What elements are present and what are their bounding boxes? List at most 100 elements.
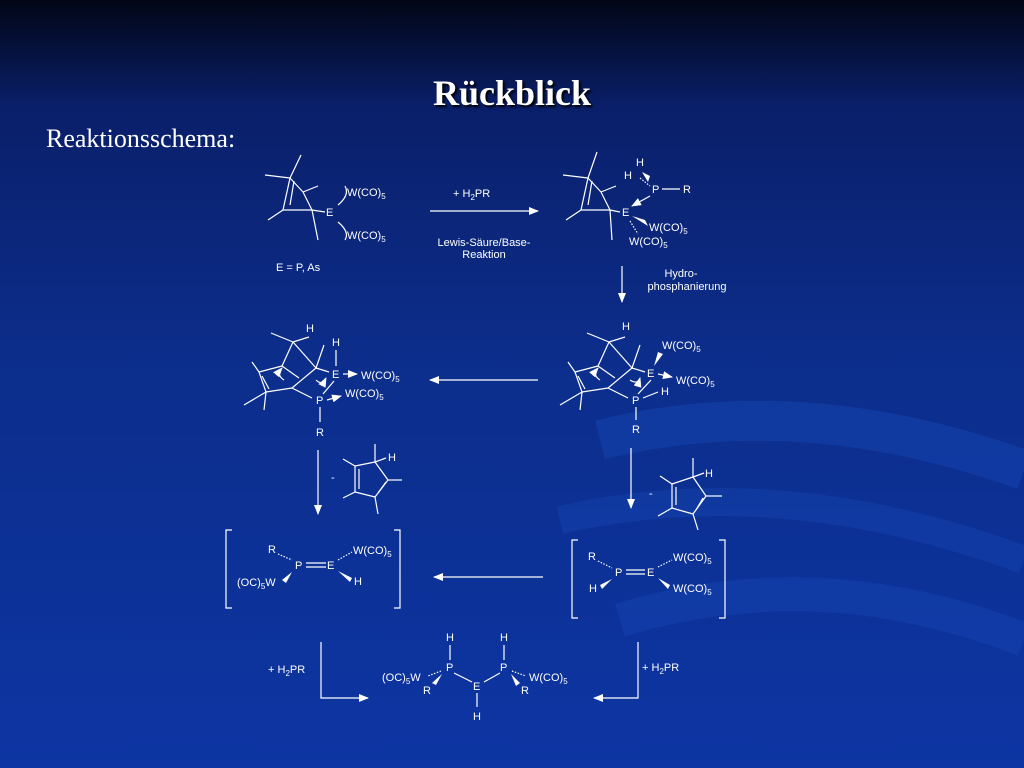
product-H1: H <box>446 632 454 644</box>
elim-left-H: H <box>388 452 396 464</box>
adduct-cp-ring <box>562 151 621 241</box>
product-hash-W-left <box>427 670 442 677</box>
slide-title: Rückblick <box>432 73 592 113</box>
final-step: + H2PR + H2PR <box>268 642 679 702</box>
ene-right-E: E <box>647 567 654 579</box>
elim-left-minus: - <box>331 472 335 484</box>
product-E: E <box>473 681 480 693</box>
ene-left-bracket-left <box>225 529 232 609</box>
step2: Hydro- phosphanierung <box>618 266 727 303</box>
hydro-right-P-H-bond <box>642 391 659 399</box>
ene-right-H: H <box>589 583 597 595</box>
final-arrow-left <box>320 642 369 702</box>
ene-right-complex: R P E W(CO)5 H W(CO)5 <box>571 539 726 619</box>
ene-left-hash-R <box>277 553 293 561</box>
final-plus-left: + H2PR <box>268 664 305 678</box>
adduct-H-top: H <box>636 157 644 169</box>
ene-left-hash-W <box>337 551 353 561</box>
adduct-wco-2: W(CO)5 <box>629 236 668 250</box>
step1-label-1: Lewis-Säure/Base- <box>438 237 531 249</box>
ene-right-hash-W <box>657 559 673 568</box>
start-complex: E W(CO)5 W(CO)5 E = P, As <box>264 154 386 274</box>
start-bond-lower <box>337 221 348 241</box>
ene-left-wco-right: W(CO)5 <box>353 545 392 559</box>
ene-left-H: H <box>354 576 362 588</box>
hydro-right-complex: H W(CO)5 E W(CO)5 P H R <box>559 321 715 436</box>
hydro-left-P: P <box>316 395 323 407</box>
hydro-left-H-top: H <box>306 323 314 335</box>
ene-left-P: P <box>295 560 302 572</box>
product-R2: R <box>521 685 529 697</box>
start-caption: E = P, As <box>276 262 321 274</box>
hydro-left-E: E <box>332 369 339 381</box>
ene-left-R: R <box>268 544 276 556</box>
product-H2: H <box>500 632 508 644</box>
hydro-right-wco-mid: W(CO)5 <box>676 375 715 389</box>
product-hash-W-right <box>511 670 527 677</box>
product-wedge-R2 <box>511 674 520 686</box>
adduct-hash-H-left <box>639 177 651 187</box>
product-P2-E-bond <box>483 672 501 683</box>
hydro-right-curl-1 <box>589 367 601 381</box>
ene-right-wco-upper: W(CO)5 <box>673 552 712 566</box>
adduct-P: P <box>652 184 659 196</box>
ene-right-wedge-H <box>600 579 612 589</box>
product-H-E: H <box>473 711 481 723</box>
slide-subtitle: Reaktionsschema: <box>46 124 236 153</box>
elim-right-minus: - <box>649 488 653 500</box>
hydro-right-E-W-arrow <box>657 371 673 380</box>
step2-label-2: phosphanierung <box>648 281 727 293</box>
adduct-H-left: H <box>624 170 632 182</box>
adduct-R: R <box>683 184 691 196</box>
hydro-right-H-top: H <box>622 321 630 333</box>
final-plus-right: + H2PR <box>642 662 679 676</box>
hydro-left-R: R <box>316 427 324 439</box>
hydro-left-cage <box>243 332 330 411</box>
ene-right-wedge-W <box>658 578 670 589</box>
hydro-right-wco-upper: W(CO)5 <box>662 340 701 354</box>
adduct-wedge-W <box>632 216 648 226</box>
hydro-right-curl-2 <box>629 377 642 388</box>
ene-left-complex: R P E W(CO)5 (OC)5W H <box>225 529 401 609</box>
ene-left-wedge-H <box>338 571 352 582</box>
ene-right-hash-R <box>597 560 613 569</box>
step1-reagent: + H2PR <box>453 188 490 202</box>
hydro-left-P-W-arrow <box>326 394 342 403</box>
elim-right-cp-ring <box>657 458 722 531</box>
elim-left-cp-ring <box>342 444 402 515</box>
hydro-right-H-right: H <box>661 386 669 398</box>
adduct-wco-1: W(CO)5 <box>649 222 688 236</box>
product-P1-E-bond <box>453 672 473 683</box>
hydro-left-curl-2 <box>315 377 327 388</box>
final-arrow-right <box>593 642 639 702</box>
ene-left-wco-left: (OC)5W <box>237 577 276 591</box>
start-wco-lower: W(CO)5 <box>347 230 386 244</box>
product-R1: R <box>423 685 431 697</box>
step1-label-2: Reaktion <box>462 249 505 261</box>
hydro-right-R: R <box>632 424 640 436</box>
hydro-right-E-P-bond <box>637 379 652 395</box>
product-P2: P <box>500 662 507 674</box>
elim-left: - H <box>314 444 402 515</box>
ene-left-wedge-W <box>282 572 292 583</box>
hydro-left-H-E: H <box>332 337 340 349</box>
hydro-left-E-P-bond <box>322 380 335 395</box>
start-atom-E: E <box>326 207 333 219</box>
step1: + H2PR Lewis-Säure/Base- Reaktion <box>430 188 539 261</box>
step2-label-1: Hydro- <box>664 268 697 280</box>
start-bond-upper <box>337 185 348 206</box>
adduct-E: E <box>622 207 629 219</box>
hydro-right-P: P <box>632 395 639 407</box>
adduct-wedge-H-top <box>642 172 650 182</box>
adduct-hash-W <box>629 220 639 235</box>
elim-right-H: H <box>705 468 713 480</box>
hydro-right-wedge-upper <box>654 352 663 366</box>
ene-left-E: E <box>327 560 334 572</box>
ene-right-bracket-right <box>719 539 726 619</box>
hydro-left-complex: H H E W(CO)5 P W(CO)5 R <box>243 323 400 439</box>
ene-left-bracket-right <box>394 529 401 609</box>
ene-right-R: R <box>588 551 596 563</box>
product-wco-left: (OC)5W <box>382 672 421 686</box>
